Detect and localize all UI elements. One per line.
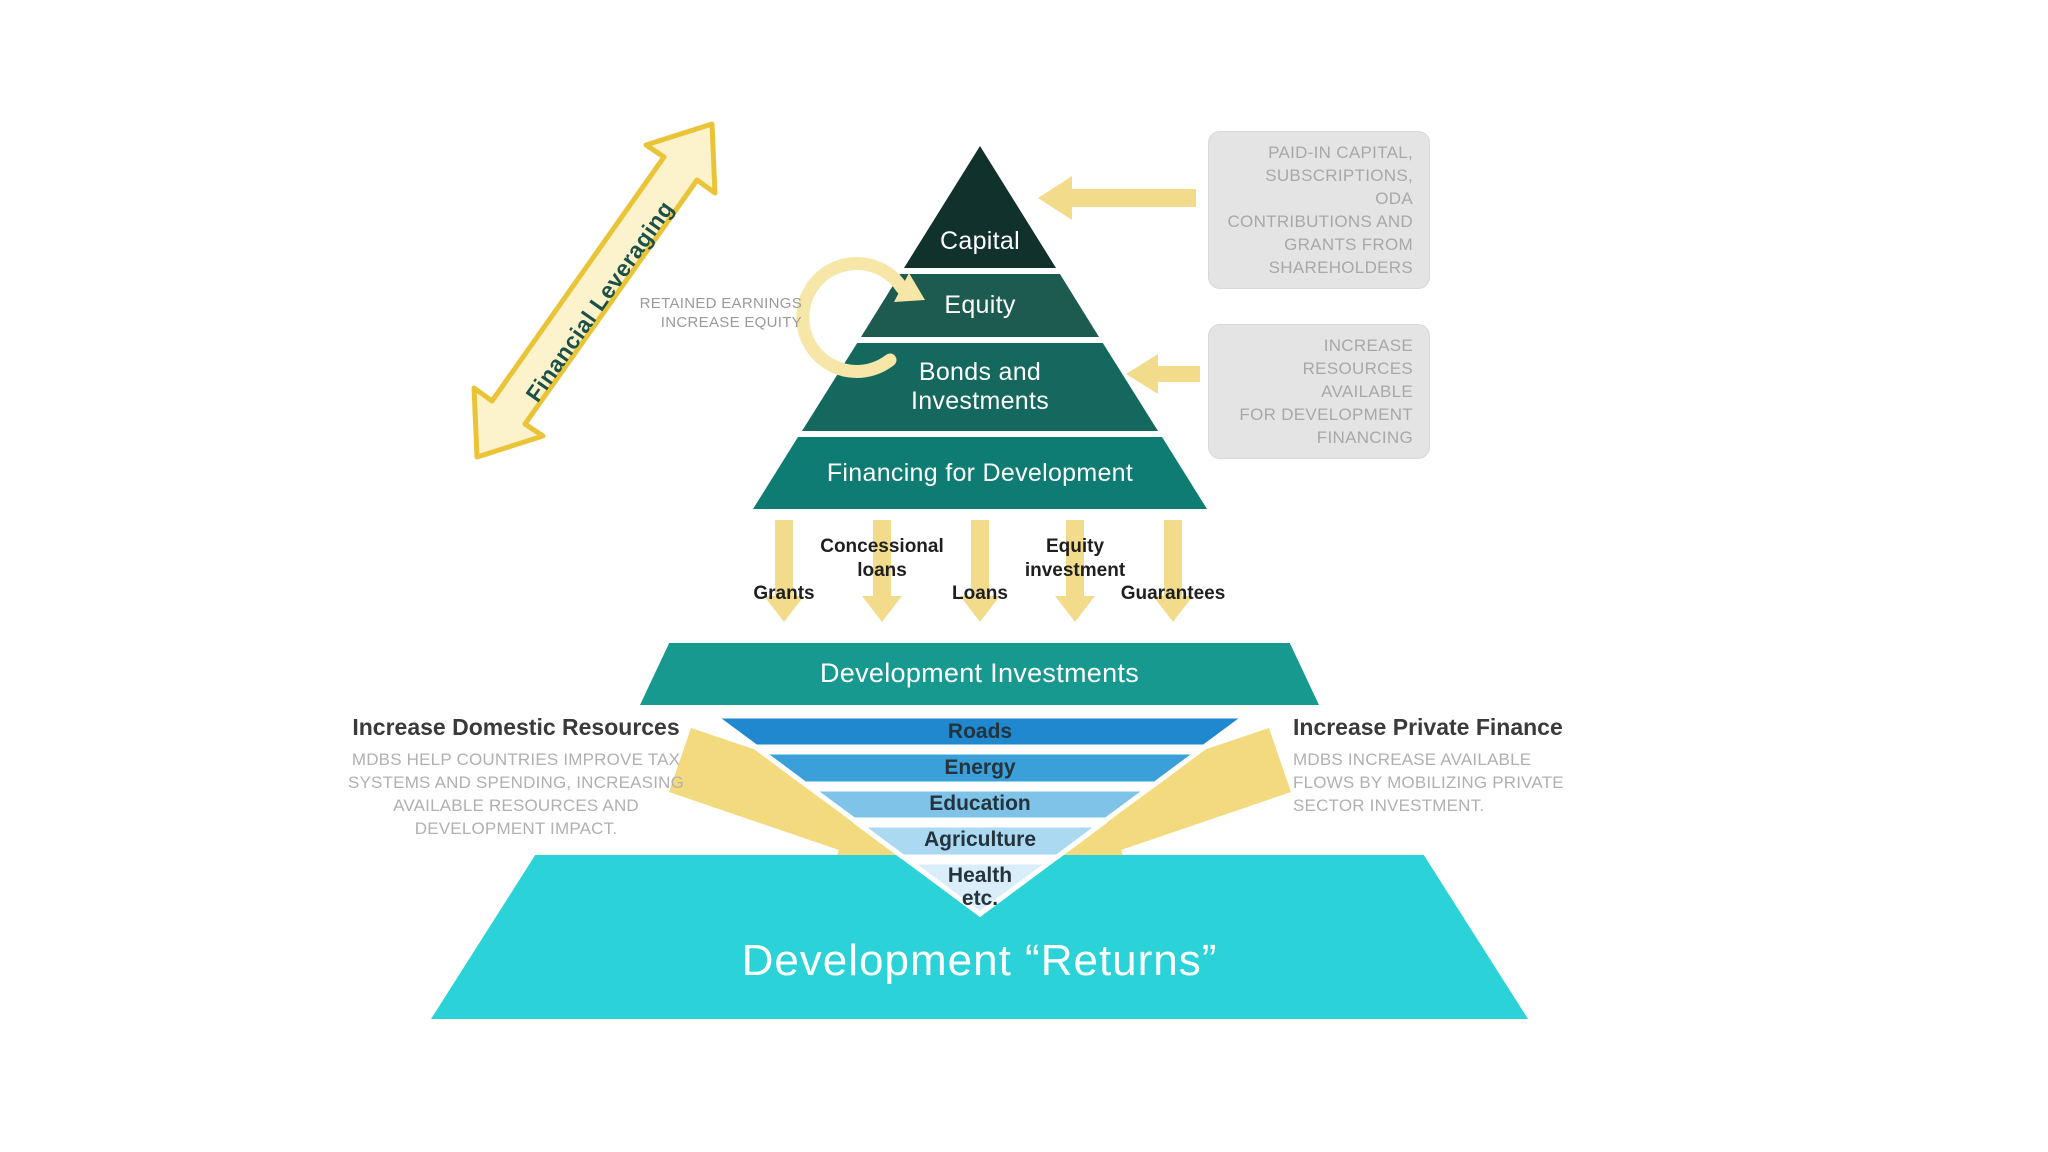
guarantees-label: Guarantees bbox=[1120, 583, 1226, 604]
capital-sources-callout: PAID-IN CAPITAL, SUBSCRIPTIONS, ODA CONT… bbox=[1208, 131, 1430, 289]
resources-callout: INCREASE RESOURCES AVAILABLE FOR DEVELOP… bbox=[1208, 324, 1430, 459]
domestic-resources-heading: Increase Domestic Resources bbox=[352, 714, 680, 740]
grants-label: Grants bbox=[753, 583, 815, 604]
retained-earnings-note: RETAINED EARNINGS INCREASE EQUITY bbox=[639, 295, 802, 331]
private-finance-body: MDBS INCREASE AVAILABLE FLOWS BY MOBILIZ… bbox=[1293, 750, 1564, 815]
pyramid-layer-financing: Financing for Development bbox=[753, 437, 1207, 509]
development-investments-band: Development Investments bbox=[640, 643, 1319, 705]
loans-label: Loans bbox=[952, 583, 1008, 604]
resources-inflow-arrow bbox=[1126, 354, 1200, 394]
capital-label: Capital bbox=[940, 227, 1020, 256]
funnel-label-energy: Energy bbox=[944, 756, 1016, 779]
domestic-resources-note: Increase Domestic Resources MDBS HELP CO… bbox=[336, 714, 696, 840]
returns-band-label: Development “Returns” bbox=[741, 935, 1218, 985]
loans-arrow bbox=[960, 520, 1000, 622]
bonds-label: Bonds and Investments bbox=[910, 358, 1050, 415]
financing-label: Financing for Development bbox=[826, 458, 1134, 487]
development-investments-label: Development Investments bbox=[819, 658, 1140, 689]
equity-investment-label: Equity investment bbox=[1024, 536, 1126, 581]
concessional-loans-label: Concessional loans bbox=[820, 536, 944, 581]
funnel-label-education: Education bbox=[929, 792, 1031, 815]
pyramid-layer-equity: Equity bbox=[861, 274, 1099, 337]
funnel-label-health: Health etc. bbox=[947, 864, 1013, 910]
funnel-label-roads: Roads bbox=[947, 720, 1013, 743]
domestic-resources-body: MDBS HELP COUNTRIES IMPROVE TAX SYSTEMS … bbox=[347, 750, 685, 838]
pyramid-layer-bonds: Bonds and Investments bbox=[802, 343, 1158, 431]
private-finance-heading: Increase Private Finance bbox=[1293, 714, 1563, 740]
grants-arrow bbox=[764, 520, 804, 622]
equity-label: Equity bbox=[944, 291, 1016, 320]
pyramid-layer-capital: Capital bbox=[904, 146, 1056, 268]
private-finance-note: Increase Private Finance MDBS INCREASE A… bbox=[1293, 714, 1623, 817]
funnel-label-agriculture: Agriculture bbox=[923, 828, 1036, 851]
guarantees-arrow bbox=[1153, 520, 1193, 622]
capital-inflow-arrow bbox=[1038, 176, 1196, 220]
